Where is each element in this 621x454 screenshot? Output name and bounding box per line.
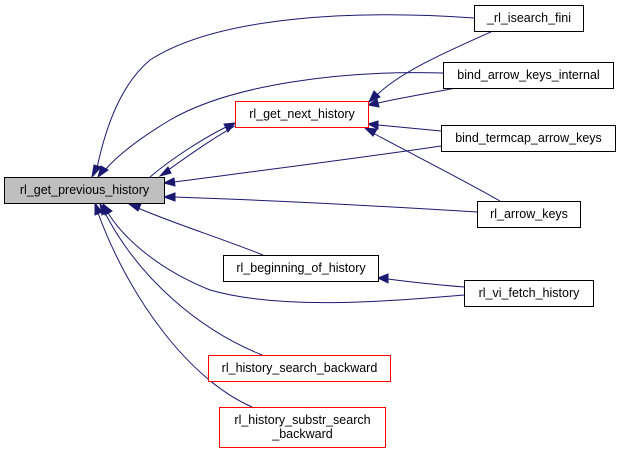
arrowhead-icon [162,177,176,187]
node-label: bind_termcap_arrow_keys [455,131,602,145]
edge-line [377,124,442,132]
node-label: rl_beginning_of_history [236,261,366,275]
arrowhead-icon [97,165,109,179]
edge-line [104,72,444,171]
arrowhead-icon [376,273,389,284]
node-label: rl_arrow_keys [490,207,568,221]
edge-bind_arrow_keys_internal-to-rl_get_previous_history [97,72,444,179]
edge-line [377,87,457,104]
edge-rl_get_previous_history-to-rl_get_next_history [149,122,237,178]
node-rl-arrow-keys[interactable]: rl_arrow_keys [477,201,581,228]
edge-bind_termcap_arrow_keys-to-rl_get_previous_history [162,145,442,187]
node-box[interactable] [235,101,369,128]
edge-rl_vi_fetch_history-to-rl_beginning_of_history [376,273,465,288]
edge-rl_get_next_history-to-rl_get_previous_history [158,125,236,177]
node-box[interactable] [464,280,594,307]
arrowhead-icon [94,201,103,216]
arrowhead-icon [366,98,380,108]
edge-bind_termcap_arrow_keys-to-rl_get_next_history [366,120,442,132]
node-box[interactable] [441,125,616,152]
node-box[interactable] [474,5,584,32]
edges-layer [91,14,501,408]
edge-rl_beginning_of_history-to-rl_get_previous_history [127,203,264,256]
edge-line [137,207,264,256]
edge-rl_arrow_keys-to-rl_get_next_history [363,127,501,202]
edge-line [97,212,253,408]
nodes-layer: rl_get_previous_history rl_get_next_histo… [4,5,616,448]
node-label: _rl_isearch_fini [486,11,571,25]
edge-line [107,212,465,304]
node-rl-vi-fetch-history[interactable]: rl_vi_fetch_history [464,280,594,307]
arrowhead-icon [363,127,378,137]
node-box[interactable] [208,355,391,382]
node-label: rl_history_search_backward [222,361,378,375]
node-box[interactable] [443,62,614,89]
node-box[interactable] [477,201,581,228]
arrowhead-icon [91,164,102,179]
node-box[interactable] [4,177,165,204]
edge-line [104,212,263,356]
edge-bind_arrow_keys_internal-to-rl_get_next_history [366,87,457,108]
node-label: rl_vi_fetch_history [479,286,580,300]
node-bind-arrow-keys-internal[interactable]: bind_arrow_keys_internal [443,62,614,89]
edge-line [163,125,236,174]
edge-line [173,196,478,213]
node-rl-get-previous-history[interactable]: rl_get_previous_history [4,177,165,204]
node--rl-isearch-fini[interactable]: _rl_isearch_fini [474,5,584,32]
arrowhead-icon [223,122,237,133]
edge-_rl_isearch_fini-to-rl_get_next_history [367,30,494,104]
edge-rl_history_substr_search_backward-to-rl_get_previous_history [94,201,253,408]
edge-line [96,14,475,169]
edge-line [387,278,465,288]
arrowhead-icon [158,166,172,177]
edge-line [173,145,442,183]
arrowhead-icon [127,203,142,212]
node-label: rl_get_previous_history [20,183,150,197]
node-label: bind_arrow_keys_internal [457,68,599,82]
node-label: rl_get_next_history [249,107,355,121]
edge-line [376,30,494,96]
node-box[interactable] [219,407,386,448]
node-rl-get-next-history[interactable]: rl_get_next_history [235,101,369,128]
edge-line [149,126,227,178]
arrowhead-icon [162,192,176,202]
node-rl-beginning-of-history[interactable]: rl_beginning_of_history [223,255,379,282]
node-box[interactable] [223,255,379,282]
edge-rl_vi_fetch_history-to-rl_get_previous_history [102,202,465,304]
node-rl-history-search-backward[interactable]: rl_history_search_backward [208,355,391,382]
arrowhead-icon [367,90,381,104]
arrowhead-icon [366,120,379,130]
edge-rl_arrow_keys-to-rl_get_previous_history [162,192,478,213]
edge-line [372,132,501,202]
node-rl-history-substr-search-backward[interactable]: rl_history_substr_search_backward [219,407,386,448]
edge-_rl_isearch_fini-to-rl_get_previous_history [91,14,475,179]
node-label: _backward [271,427,332,441]
node-bind-termcap-arrow-keys[interactable]: bind_termcap_arrow_keys [441,125,616,152]
node-label: rl_history_substr_search [234,413,370,427]
